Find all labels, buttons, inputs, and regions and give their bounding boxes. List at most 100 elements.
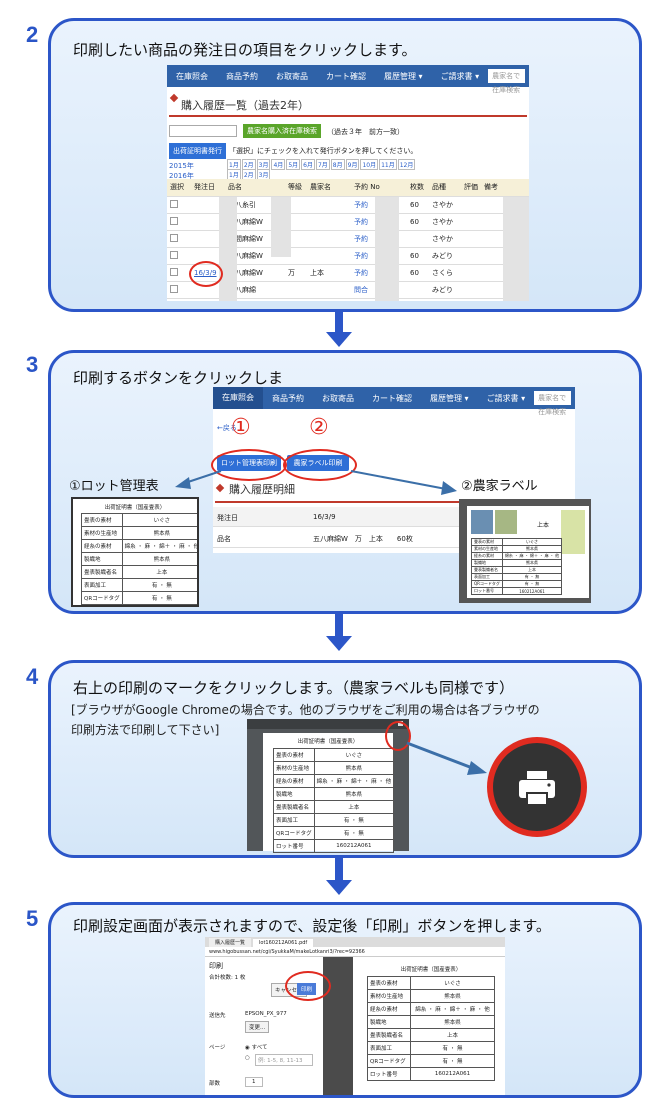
farm-label: ②農家ラベル bbox=[461, 479, 538, 494]
cert-value: 有 ・ 無 bbox=[121, 578, 197, 592]
col-rating: 評価 bbox=[461, 179, 481, 197]
month-link[interactable]: 4月 bbox=[271, 159, 286, 170]
nav-stock[interactable]: 在庫照会 bbox=[176, 71, 208, 81]
month-link[interactable]: 7月 bbox=[315, 159, 330, 170]
nav-order[interactable]: お取寄品 bbox=[276, 71, 308, 81]
farmer-search-button[interactable]: 農家名購入済在庫検索 bbox=[243, 124, 321, 138]
month-link[interactable]: 9月 bbox=[345, 159, 360, 170]
count: 60 bbox=[407, 213, 429, 231]
lot-document-preview: 出荷証明書（国産畳表） 畳表の素材いぐさ素材の生産地熊本県経糸の素材綿糸 ・ 麻… bbox=[71, 497, 199, 607]
detail-value: 五八麻綿W 万 上本 60枚 bbox=[313, 535, 413, 543]
year-2016: 2016年 bbox=[169, 172, 194, 180]
month-link[interactable]: 5月 bbox=[286, 159, 301, 170]
period-note: （過去３年 前方一致） bbox=[327, 128, 404, 136]
select-checkbox[interactable] bbox=[170, 284, 178, 293]
col-remarks: 備考 bbox=[481, 179, 529, 197]
variety: みどり bbox=[429, 247, 461, 265]
print-button-highlight bbox=[285, 971, 331, 1001]
redacted-area bbox=[219, 197, 237, 301]
circle-number-2: ② bbox=[309, 415, 329, 440]
select-checkbox[interactable] bbox=[170, 233, 178, 242]
month-link[interactable]: 10月 bbox=[360, 159, 379, 170]
all-pages-radio[interactable]: ◉ すべて bbox=[245, 1045, 268, 1051]
label-side-photo bbox=[561, 510, 585, 554]
cert-label: 表面加工 bbox=[471, 573, 503, 581]
count: 60 bbox=[407, 247, 429, 265]
step5-title: 印刷設定画面が表示されますので、設定後「印刷」ボタンを押します。 bbox=[73, 917, 551, 935]
nav-history[interactable]: 履歴管理 ▾ bbox=[430, 393, 469, 403]
purchase-history-screenshot: 在庫照会 商品予約 お取寄品 カート確認 履歴管理 ▾ ご請求書 ▾ 農家名で在… bbox=[167, 65, 529, 301]
cert-row: 畳表の素材いぐさ bbox=[367, 976, 496, 990]
search-input[interactable]: 農家名で在庫検索 bbox=[488, 69, 525, 94]
sheet-count: 合計枚数: 1 枚 bbox=[209, 975, 246, 981]
select-cell bbox=[167, 196, 191, 214]
redacted-area bbox=[503, 197, 529, 301]
cert-label: 素材の生産地 bbox=[471, 545, 503, 553]
nav-order[interactable]: お取寄品 bbox=[322, 393, 354, 403]
cert-value: 有 ・ 無 bbox=[121, 591, 197, 605]
month-link[interactable]: 11月 bbox=[379, 159, 397, 170]
step4-title: 右上の印刷のマークをクリックします。（農家ラベルも同様です） bbox=[73, 679, 515, 697]
nav-cart[interactable]: カート確認 bbox=[326, 71, 366, 81]
cert-label: 素材の生産地 bbox=[367, 989, 411, 1003]
cert-row: 経糸の素材綿糸 ・ 麻 ・ 綿＋ ・ 麻 ・ 他 bbox=[471, 552, 563, 560]
nav-stock[interactable]: 在庫照会 bbox=[213, 387, 263, 409]
farmer-name bbox=[307, 196, 351, 214]
month-link[interactable]: 12月 bbox=[397, 159, 416, 170]
address-bar[interactable]: www.higobussan.net/cgi/SyukkaM/makeLotka… bbox=[205, 947, 505, 957]
cert-row: 素材の生産地熊本県 bbox=[81, 526, 197, 540]
select-checkbox[interactable] bbox=[170, 216, 178, 225]
instruction-text: 「選択」にチェックを入れて発行ボタンを押してください。 bbox=[229, 147, 418, 155]
back-link[interactable]: ←戻る bbox=[217, 424, 237, 432]
page-title: 購入履歴一覧（過去2年） bbox=[181, 99, 309, 112]
print-icon-zoom[interactable] bbox=[487, 737, 587, 837]
cert-title: 出荷証明書（国産畳表） bbox=[400, 967, 462, 973]
nav-invoice[interactable]: ご請求書 ▾ bbox=[486, 393, 526, 403]
col-count: 枚数 bbox=[407, 179, 429, 197]
copies-input[interactable]: 1 bbox=[245, 1077, 263, 1087]
nav-reserve[interactable]: 商品予約 bbox=[226, 71, 258, 81]
nav-history[interactable]: 履歴管理 ▾ bbox=[384, 71, 423, 81]
cert-label: 表面加工 bbox=[367, 1041, 411, 1055]
count: 60 bbox=[407, 264, 429, 282]
farmer-search-field[interactable] bbox=[169, 125, 237, 137]
page-range-input[interactable]: 例: 1-5, 8, 11-13 bbox=[255, 1054, 313, 1066]
month-link[interactable]: 6月 bbox=[301, 159, 315, 170]
print-heading: 印刷 bbox=[209, 962, 223, 970]
browser-tab[interactable]: 購入履歴一覧 bbox=[209, 938, 252, 947]
cert-value: いぐさ bbox=[409, 976, 496, 990]
nav-cart[interactable]: カート確認 bbox=[372, 393, 412, 403]
step3-title: 印刷するボタンをクリックしま bbox=[73, 369, 284, 387]
col-date: 発注日 bbox=[191, 179, 225, 197]
preview-document: 出荷証明書（国産畳表） 畳表の素材いぐさ素材の生産地熊本県経糸の素材綿糸 ・ 麻… bbox=[363, 963, 499, 1093]
pointer-arrows bbox=[175, 470, 457, 495]
nav-invoice[interactable]: ご請求書 ▾ bbox=[440, 71, 480, 81]
cert-row: 経糸の素材綿糸 ・ 麻 ・ 綿＋ ・ 麻 ・ 他 bbox=[367, 1002, 496, 1016]
month-link[interactable]: 8月 bbox=[330, 159, 345, 170]
cert-label: 畳表の素材 bbox=[471, 538, 503, 546]
farmer-name bbox=[307, 230, 351, 248]
label-sheet: 上本 畳表の素材いぐさ素材の生産地熊本県経糸の素材綿糸 ・ 麻 ・ 綿＋ ・ 麻… bbox=[467, 506, 589, 598]
select-checkbox[interactable] bbox=[170, 267, 178, 276]
order-date-link[interactable] bbox=[191, 196, 225, 214]
cert-row: QRコードタグ有 ・ 無 bbox=[273, 826, 395, 840]
search-input[interactable]: 農家名で在庫検索 bbox=[534, 391, 571, 416]
change-button[interactable]: 変更... bbox=[245, 1021, 270, 1033]
select-checkbox[interactable] bbox=[170, 199, 178, 208]
cert-row: 表面加工有 ・ 無 bbox=[471, 573, 563, 581]
farm-photo bbox=[495, 510, 517, 534]
cert-label: 素材の生産地 bbox=[81, 526, 123, 540]
select-checkbox[interactable] bbox=[170, 250, 178, 259]
page-range-radio[interactable]: ○ bbox=[245, 1055, 250, 1061]
redacted-area bbox=[271, 197, 291, 257]
order-date-link[interactable] bbox=[191, 213, 225, 231]
cert-row: 表面加工有 ・ 無 bbox=[273, 813, 395, 827]
nav-reserve[interactable]: 商品予約 bbox=[272, 393, 304, 403]
cert-label: QRコードタグ bbox=[471, 580, 503, 588]
detail-row: 品名 五八麻綿W 万 上本 60枚 bbox=[213, 528, 575, 548]
cert-issue-button[interactable]: 出荷証明書発行 bbox=[169, 143, 226, 159]
browser-tab[interactable]: lot160212A061.pdf bbox=[253, 939, 314, 947]
cert-label: 畳表の素材 bbox=[367, 976, 411, 990]
order-date-link[interactable] bbox=[191, 230, 225, 248]
